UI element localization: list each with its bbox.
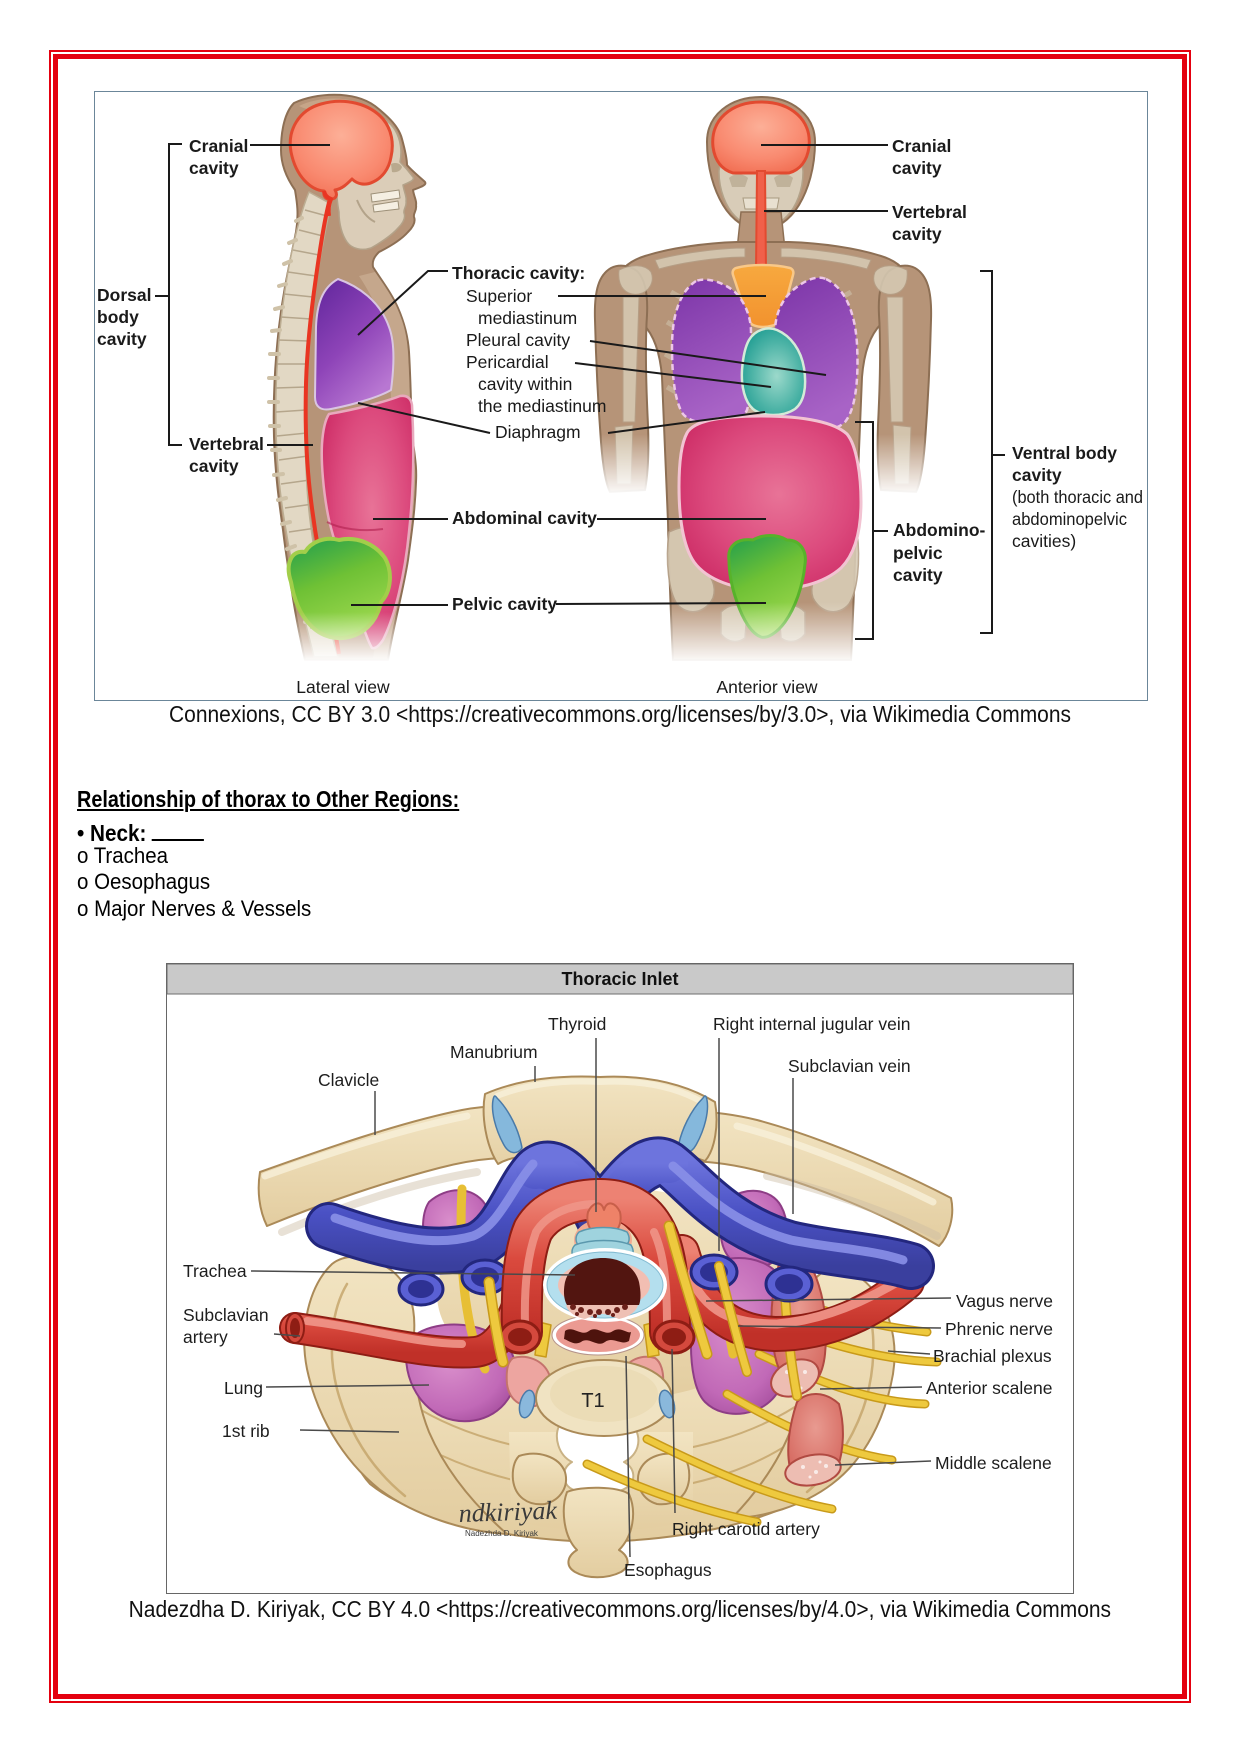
svg-text:cavity: cavity xyxy=(97,329,147,349)
svg-text:Pleural cavity: Pleural cavity xyxy=(466,330,570,350)
svg-text:mediastinum: mediastinum xyxy=(478,308,577,328)
svg-text:cavity: cavity xyxy=(189,456,239,476)
svg-text:cavity: cavity xyxy=(892,224,942,244)
svg-text:Right carotid artery: Right carotid artery xyxy=(672,1519,820,1539)
svg-text:cavity: cavity xyxy=(893,565,943,585)
svg-text:ndkiriyak: ndkiriyak xyxy=(458,1496,558,1528)
svg-text:cavity within: cavity within xyxy=(478,374,572,394)
svg-text:Nadezhda D. Kiriyak: Nadezhda D. Kiriyak xyxy=(465,1529,539,1538)
svg-text:Lateral view: Lateral view xyxy=(296,677,390,697)
svg-text:Clavicle: Clavicle xyxy=(318,1070,379,1090)
svg-text:Cranial: Cranial xyxy=(189,136,248,156)
svg-text:Middle scalene: Middle scalene xyxy=(935,1453,1052,1473)
svg-text:Anterior scalene: Anterior scalene xyxy=(926,1378,1052,1398)
svg-text:Anterior view: Anterior view xyxy=(716,677,818,697)
svg-text:cavities): cavities) xyxy=(1012,531,1076,551)
svg-text:Vertebral: Vertebral xyxy=(189,434,264,454)
svg-text:Phrenic nerve: Phrenic nerve xyxy=(945,1319,1053,1339)
svg-text:Right internal jugular vein: Right internal jugular vein xyxy=(713,1014,910,1034)
svg-text:Abdomino-: Abdomino- xyxy=(893,520,986,540)
svg-text:pelvic: pelvic xyxy=(893,543,943,563)
svg-text:Ventral body: Ventral body xyxy=(1012,443,1117,463)
svg-text:T1: T1 xyxy=(581,1390,604,1412)
svg-text:Lung: Lung xyxy=(224,1378,263,1398)
svg-text:Cranial: Cranial xyxy=(892,136,951,156)
svg-text:Trachea: Trachea xyxy=(183,1261,247,1281)
svg-text:Pelvic cavity: Pelvic cavity xyxy=(452,594,557,614)
svg-text:Diaphragm: Diaphragm xyxy=(495,422,581,442)
svg-text:body: body xyxy=(97,307,139,327)
svg-text:Subclavian vein: Subclavian vein xyxy=(788,1056,911,1076)
svg-text:the mediastinum: the mediastinum xyxy=(478,396,606,416)
svg-text:Subclavian: Subclavian xyxy=(183,1305,269,1325)
svg-text:cavity: cavity xyxy=(1012,465,1062,485)
svg-text:Abdominal cavity: Abdominal cavity xyxy=(452,508,597,528)
svg-text:artery: artery xyxy=(183,1327,228,1347)
svg-text:Manubrium: Manubrium xyxy=(450,1042,538,1062)
svg-text:Dorsal: Dorsal xyxy=(97,285,151,305)
svg-text:Thoracic cavity:: Thoracic cavity: xyxy=(452,263,585,283)
svg-text:cavity: cavity xyxy=(189,158,239,178)
svg-text:abdominopelvic: abdominopelvic xyxy=(1012,509,1127,529)
svg-text:Vertebral: Vertebral xyxy=(892,202,967,222)
svg-text:Thoracic Inlet: Thoracic Inlet xyxy=(561,969,678,989)
svg-text:(both thoracic and: (both thoracic and xyxy=(1012,487,1143,507)
svg-text:Vagus nerve: Vagus nerve xyxy=(956,1291,1053,1311)
svg-text:Superior: Superior xyxy=(466,286,532,306)
svg-text:Brachial plexus: Brachial plexus xyxy=(933,1346,1052,1366)
svg-text:Esophagus: Esophagus xyxy=(624,1560,712,1580)
svg-text:Thyroid: Thyroid xyxy=(548,1014,606,1034)
svg-text:cavity: cavity xyxy=(892,158,942,178)
svg-text:Pericardial: Pericardial xyxy=(466,352,549,372)
svg-text:1st rib: 1st rib xyxy=(222,1421,270,1441)
